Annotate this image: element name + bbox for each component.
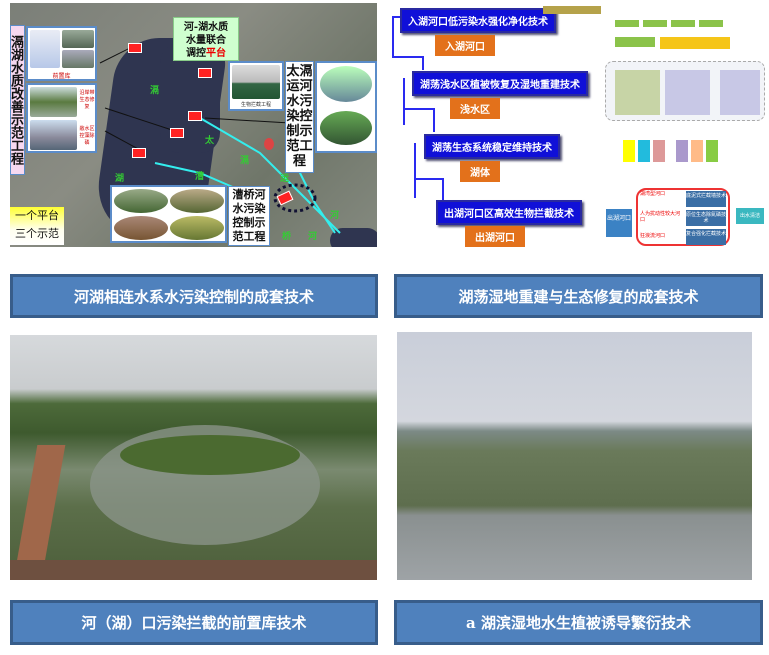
step-2-title: 湖荡浅水区植被恢复及湿地重建技术 — [412, 71, 588, 96]
chart-block — [653, 140, 665, 162]
caption: 敞水区控藻除磷 — [79, 126, 95, 146]
step-2-zone: 浅水区 — [450, 98, 500, 119]
caption: 前置库 — [52, 73, 71, 80]
bottom-vertical-label: 漕桥河水污染控制示范工程 — [228, 186, 270, 246]
map-char: 湖 — [115, 174, 125, 184]
chart-block — [691, 140, 703, 162]
outlet-type: 人为扰动性较大河口 — [640, 211, 681, 223]
map-char: 河 — [330, 211, 340, 221]
site-marker[interactable] — [132, 148, 146, 158]
river-lines — [99, 47, 341, 234]
step-3-zone: 湖体 — [460, 161, 500, 182]
chart-block — [615, 37, 655, 47]
caption: 生物拦截工程 — [240, 102, 271, 108]
title-top-right: 湖荡湿地重建与生态修复的成套技术 — [394, 274, 763, 318]
right-vertical-label: 太滆运河水污染控制示范工程 — [285, 61, 314, 173]
map-char: 漕 — [195, 172, 205, 182]
site-marker[interactable] — [188, 111, 202, 121]
chart-block — [665, 70, 710, 115]
chart-block — [676, 140, 688, 162]
map-char: 运 — [280, 174, 290, 184]
step-1-title: 入湖河口低污染水强化净化技术 — [400, 8, 556, 33]
chart-block — [643, 20, 667, 27]
outlet-type: 湖湾型河口 — [640, 191, 666, 197]
title-top-left: 河湖相连水系水污染控制的成套技术 — [10, 274, 378, 318]
step-1-zone: 入湖河口 — [435, 35, 495, 56]
outlet-tech: 原位生态除氮磷技术 — [686, 210, 727, 226]
step-4-title: 出湖河口区高效生物拦截技术 — [436, 200, 582, 225]
chart-block — [706, 140, 718, 162]
chart-block — [615, 20, 639, 27]
chart-block — [615, 70, 660, 115]
site-marker[interactable] — [198, 68, 212, 78]
chart-block — [671, 20, 695, 27]
platform-label: 河-湖水质水量联合调控平台 — [173, 17, 239, 61]
qianzhiku-inset: 前置库 — [26, 26, 97, 81]
shoreline-inset: 沿岸带生态修复 敞水区控藻除磷 — [26, 83, 97, 153]
clean-water-label: 出水清洁 — [736, 208, 764, 224]
site-marker[interactable] — [128, 43, 142, 53]
outlet-type: 狂浪流河口 — [640, 233, 666, 239]
lake-water — [330, 228, 377, 247]
map-char: 滆 — [150, 86, 160, 96]
site-marker[interactable] — [170, 128, 184, 138]
step-3-title: 湖荡生态系统稳定维持技术 — [424, 134, 560, 159]
map-char: 滆 — [240, 156, 250, 166]
wetland-photo — [10, 335, 377, 580]
bio-intercept-inset: 生物拦截工程 — [228, 61, 284, 111]
legend: 一个平台三个示范 — [10, 207, 64, 245]
map-panel: 滆湖水质改善示范工程 前置库 沿岸带生态修复 敞水区控藻除磷 河-湖水质水量联合… — [10, 3, 377, 247]
outlet-label: 出湖河口 — [606, 209, 632, 237]
title-bottom-left: 河（湖）口污染拦截的前置库技术 — [10, 600, 378, 645]
map-char: 河 — [308, 232, 318, 242]
chart-block — [720, 70, 760, 115]
taige-inset — [315, 61, 377, 153]
step-4-zone: 出湖河口 — [465, 226, 525, 247]
site-marker[interactable] — [264, 138, 274, 150]
chart-block — [543, 6, 601, 14]
tech-diagram: 入湖河口低污染水强化净化技术 入湖河口 湖荡浅水区植被恢复及湿地重建技术 浅水区… — [390, 3, 766, 247]
chart-block — [660, 37, 730, 49]
map-char: 桥 — [282, 232, 292, 242]
map-char: 太 — [205, 136, 215, 146]
outlet-group — [636, 188, 730, 246]
chart-block — [638, 140, 650, 162]
lake-photo — [397, 332, 752, 580]
caoqiao-inset — [110, 185, 227, 243]
title-bottom-right: a 湖滨湿地水生植被诱导繁衍技术 — [394, 600, 763, 645]
chart-block — [699, 20, 723, 27]
caption: 沿岸带生态修复 — [79, 90, 95, 110]
left-vertical-label: 滆湖水质改善示范工程 — [10, 25, 25, 175]
chart-block — [623, 140, 635, 162]
outlet-tech: 复合强化拦截技术 — [686, 229, 726, 245]
outlet-tech: 底泥式拦截墙技术 — [686, 191, 726, 207]
